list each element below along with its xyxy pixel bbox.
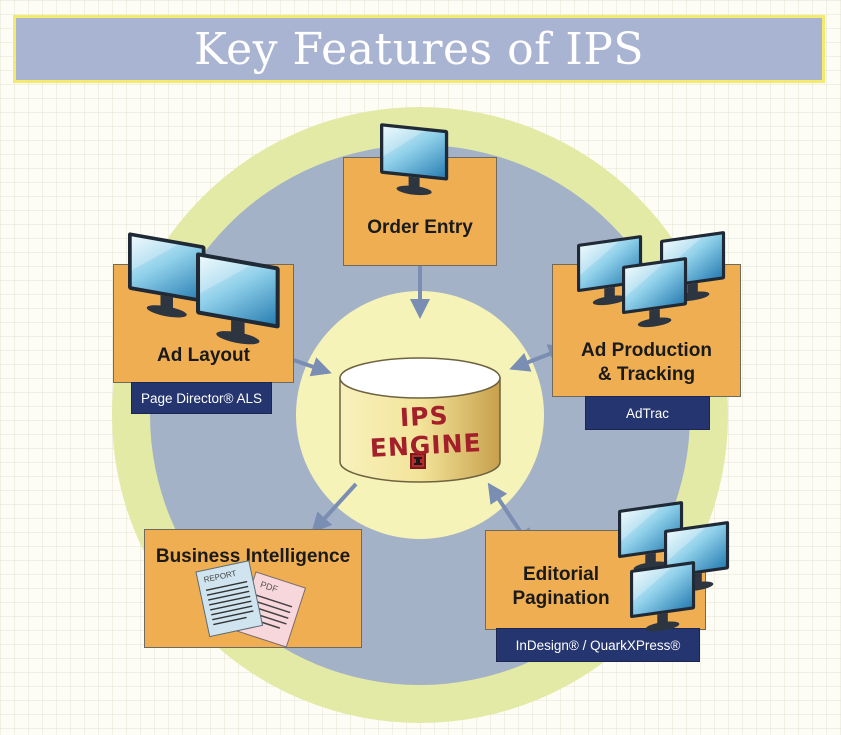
ad-production-label-line2: & Tracking [597,364,696,385]
module-editorial-pagination[interactable]: Editorial Pagination [485,530,706,630]
page-title: Key Features of IPS [193,23,644,75]
title-banner: Key Features of IPS [13,15,825,83]
module-order-entry[interactable]: Order Entry [343,157,497,266]
ips-engine-database [339,357,501,483]
arrow-engine-to-bi [311,482,358,533]
editorial-label-line2: Pagination [512,588,610,609]
ad-layout-label: Ad Layout [157,345,250,366]
ad-layout-product-tag: Page Director® ALS [131,382,272,414]
module-ad-layout[interactable]: Ad Layout [113,264,294,383]
ips-logo-icon [410,453,426,469]
engine-label: IPS ENGINE [369,400,483,463]
editorial-product-tag: InDesign® / QuarkXPress® [496,628,700,662]
ad-production-label-line1: Ad Production [581,340,712,361]
editorial-label-line1: Editorial [522,564,599,585]
ad-production-product-tag: AdTrac [585,396,710,430]
module-ad-production[interactable]: Ad Production & Tracking [552,264,741,397]
order-entry-label: Order Entry [367,217,473,238]
module-business-intelligence[interactable]: Business Intelligence [144,529,362,648]
business-intelligence-label: Business Intelligence [155,546,351,567]
